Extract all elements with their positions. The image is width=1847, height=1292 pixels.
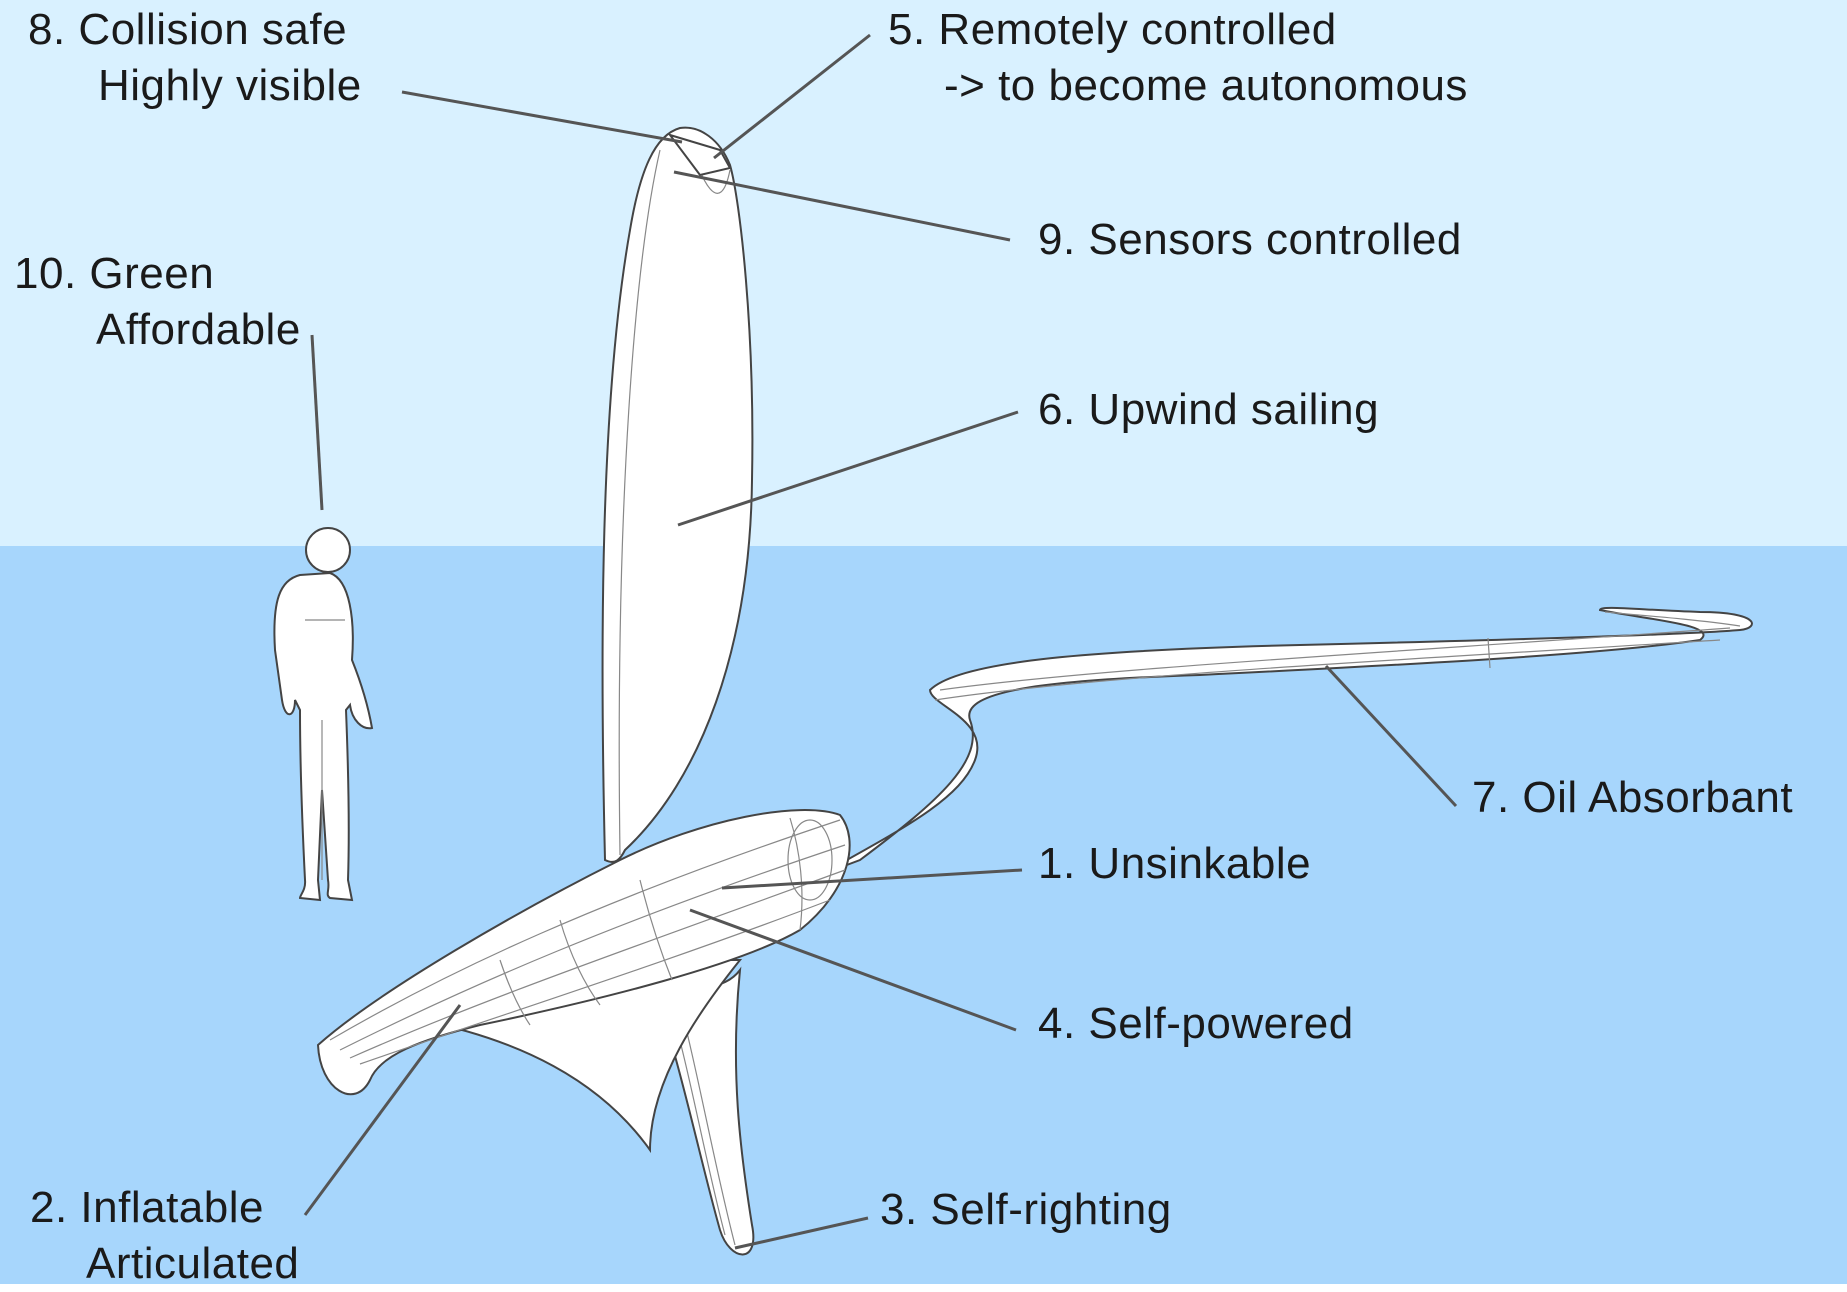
label-unsinkable: 1. Unsinkable [1038, 836, 1311, 892]
label-10-line1: 10. Green [14, 246, 301, 302]
label-2-line1: 2. Inflatable [30, 1180, 299, 1236]
label-collision-safe: 8. Collision safe Highly visible [28, 2, 362, 114]
label-remotely-controlled: 5. Remotely controlled -> to become auto… [888, 2, 1468, 114]
label-10-line2: Affordable [14, 302, 301, 358]
label-5-line1: 5. Remotely controlled [888, 2, 1468, 58]
label-8-line2: Highly visible [28, 58, 362, 114]
label-3-line1: 3. Self-righting [880, 1182, 1172, 1238]
label-oil-absorbant: 7. Oil Absorbant [1472, 770, 1793, 826]
label-4-line1: 4. Self-powered [1038, 996, 1354, 1052]
label-8-line1: 8. Collision safe [28, 2, 362, 58]
label-green: 10. Green Affordable [14, 246, 301, 358]
label-upwind-sailing: 6. Upwind sailing [1038, 382, 1379, 438]
label-inflatable: 2. Inflatable Articulated [30, 1180, 299, 1292]
label-1-line1: 1. Unsinkable [1038, 836, 1311, 892]
label-7-line1: 7. Oil Absorbant [1472, 770, 1793, 826]
label-6-line1: 6. Upwind sailing [1038, 382, 1379, 438]
label-sensors-controlled: 9. Sensors controlled [1038, 212, 1462, 268]
label-5-line2: -> to become autonomous [888, 58, 1468, 114]
label-9-line1: 9. Sensors controlled [1038, 212, 1462, 268]
label-self-righting: 3. Self-righting [880, 1182, 1172, 1238]
label-self-powered: 4. Self-powered [1038, 996, 1354, 1052]
